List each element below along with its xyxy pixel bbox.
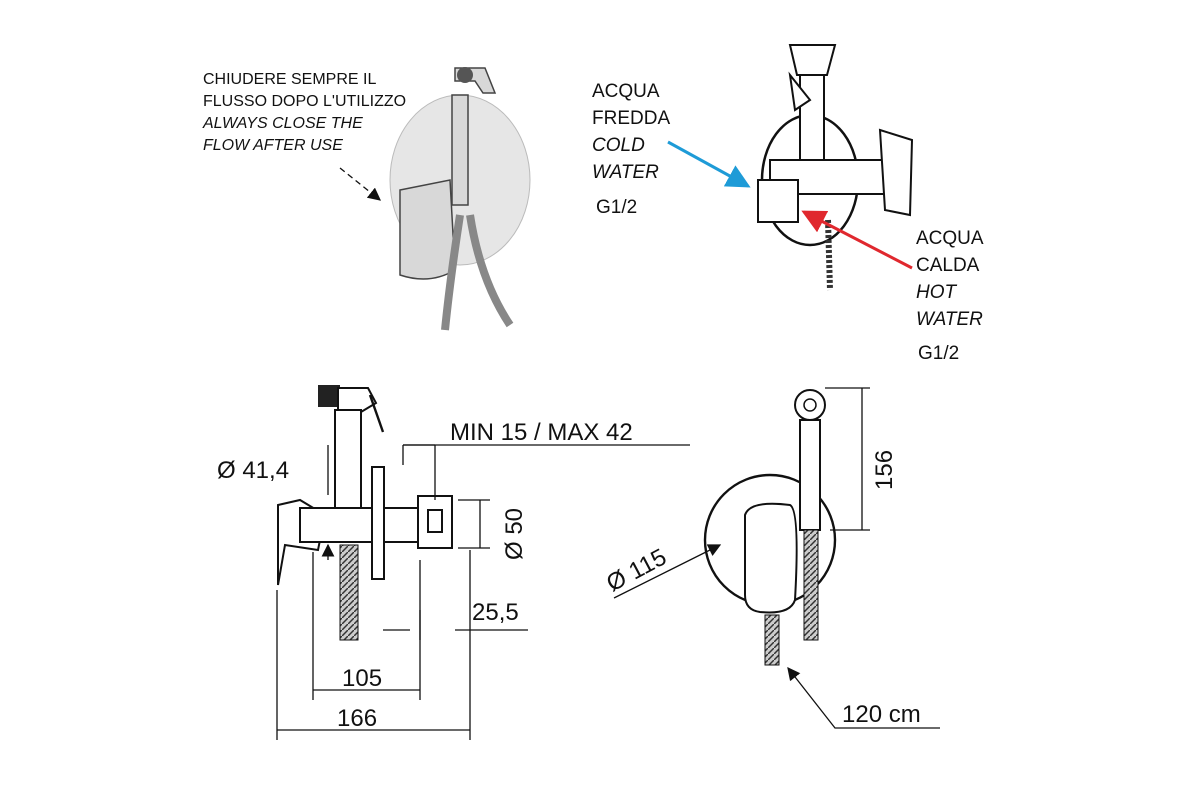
note-english-1: ALWAYS CLOSE THE: [202, 115, 363, 132]
length-166-dim: 166: [337, 705, 377, 732]
cold-label-it-1: ACQUA: [592, 81, 660, 102]
front-view-drawing: [613, 387, 940, 729]
hot-label-it-1: ACQUA: [916, 228, 984, 249]
depth-25-dim: 25,5: [472, 599, 519, 626]
note-italian-1: CHIUDERE SEMPRE IL: [203, 71, 376, 88]
note-english-2: FLOW AFTER USE: [203, 137, 343, 154]
cold-label-en-2: WATER: [592, 162, 659, 183]
side-view-drawing: [276, 385, 690, 740]
diameter-41-dim: Ø 41,4: [217, 457, 289, 484]
hot-label-en-2: WATER: [916, 309, 983, 330]
note-arrow: [339, 167, 382, 201]
diameter-115-dim: Ø 115: [602, 544, 671, 598]
cold-label-en-1: COLD: [592, 135, 645, 156]
cold-water-label: ACQUA FREDDA COLD WATER G1/2: [592, 81, 751, 218]
cold-thread-size: G1/2: [596, 197, 637, 218]
hot-label-en-1: HOT: [916, 282, 958, 303]
length-105-dim: 105: [342, 665, 382, 692]
hot-water-label: ACQUA CALDA HOT WATER G1/2: [801, 210, 984, 364]
cold-arrow: [667, 140, 751, 188]
product-photo: [389, 67, 531, 331]
diameter-50-dim: Ø 50: [501, 508, 528, 560]
height-156-dim: 156: [871, 450, 898, 490]
hot-thread-size: G1/2: [918, 343, 959, 364]
note-italian-2: FLUSSO DOPO L'UTILIZZO: [203, 93, 406, 110]
cold-label-it-2: FREDDA: [592, 108, 670, 129]
hot-label-it-2: CALDA: [916, 255, 980, 276]
usage-note: CHIUDERE SEMPRE IL FLUSSO DOPO L'UTILIZZ…: [202, 71, 406, 201]
wall-thickness-dim: MIN 15 / MAX 42: [450, 419, 633, 446]
hose-length-dim: 120 cm: [842, 701, 921, 728]
hot-arrow: [801, 210, 913, 270]
installation-view: [757, 44, 914, 291]
